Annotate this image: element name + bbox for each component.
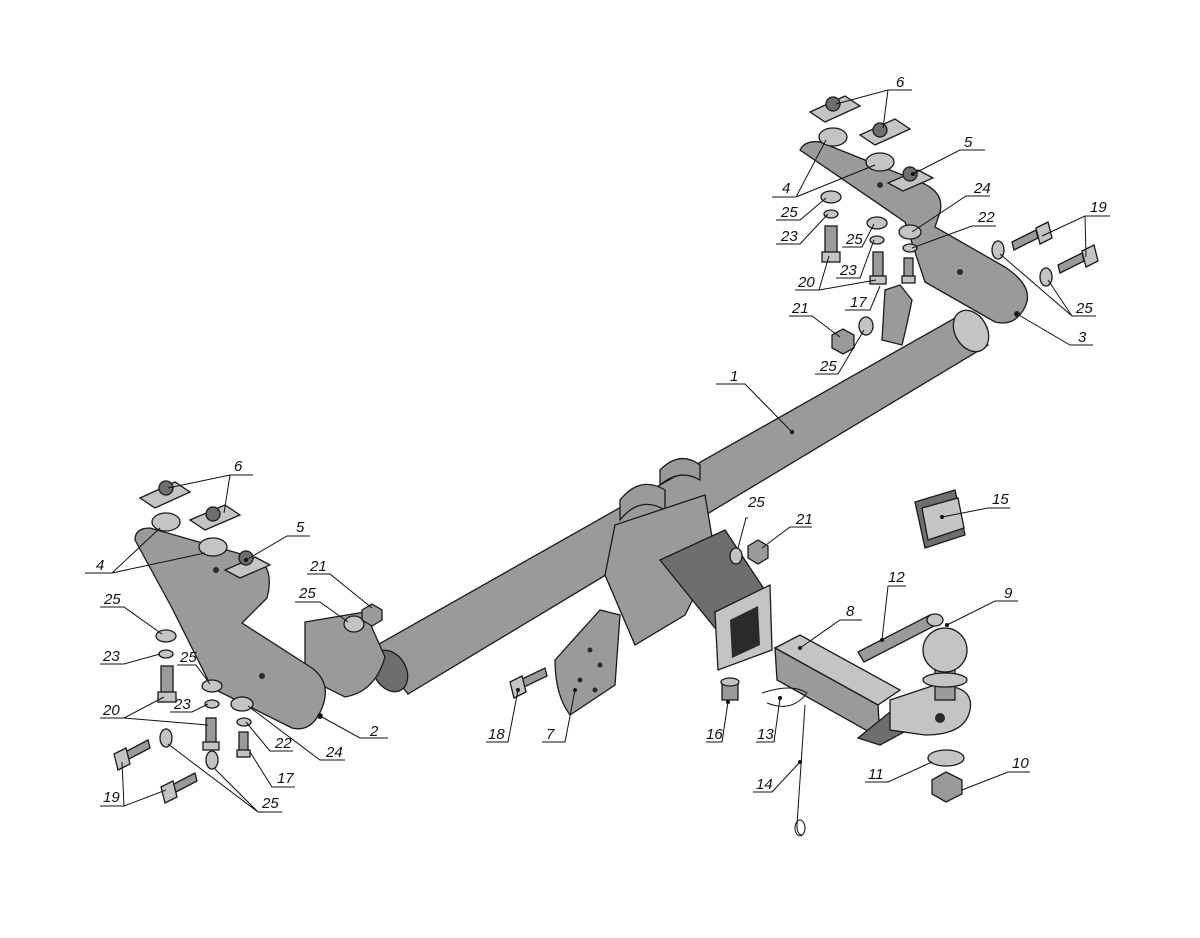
callout-19-right: 19 — [1090, 199, 1107, 216]
callout-25-g: 25 — [1075, 300, 1093, 317]
callout-21-right: 21 — [791, 300, 809, 317]
callout-20-right: 20 — [797, 274, 815, 291]
callout-10: 10 — [1012, 755, 1029, 772]
callout-9: 9 — [1004, 585, 1013, 602]
callout-25-c: 25 — [298, 585, 316, 602]
bolts-19-right — [1011, 221, 1099, 274]
callout-22-left: 22 — [274, 735, 292, 752]
callout-25-d: 25 — [261, 795, 279, 812]
callout-22-right: 22 — [977, 209, 995, 226]
callout-25-h: 25 — [819, 358, 837, 375]
callout-13: 13 — [757, 726, 774, 743]
callout-12: 12 — [888, 569, 905, 586]
callout-23-c: 23 — [780, 228, 798, 245]
callout-16: 16 — [706, 726, 723, 743]
washer-11 — [927, 749, 965, 767]
bolt-16 — [720, 677, 740, 701]
callout-20-left: 20 — [102, 702, 120, 719]
wiring-socket-plate — [554, 609, 621, 716]
safety-clip-and-cable — [761, 687, 808, 837]
callout-17-right: 17 — [850, 294, 867, 311]
callout-23-a: 23 — [102, 648, 120, 665]
callout-18: 18 — [488, 726, 505, 743]
callout-24-left: 24 — [325, 744, 343, 761]
bolt-18 — [509, 667, 548, 699]
callout-21-center: 21 — [795, 511, 813, 528]
callout-25-i: 25 — [747, 494, 765, 511]
washers-right — [729, 190, 1053, 565]
callout-11: 11 — [868, 766, 884, 783]
callout-7: 7 — [546, 726, 555, 743]
callout-23-d: 23 — [839, 262, 857, 279]
callout-17-left: 17 — [277, 770, 294, 787]
callout-5-left: 5 — [296, 519, 305, 536]
callout-3: 3 — [1078, 329, 1087, 346]
bolts-20-17-left — [157, 665, 251, 758]
bolts-19-left — [113, 739, 198, 804]
hitch-pin — [857, 613, 944, 663]
callout-21-left: 21 — [309, 558, 327, 575]
nut-10 — [931, 771, 963, 803]
callout-5-right: 5 — [964, 134, 973, 151]
callout-2: 2 — [369, 723, 379, 740]
callout-15: 15 — [992, 491, 1009, 508]
callout-25-f: 25 — [845, 231, 863, 248]
callout-1: 1 — [730, 368, 738, 385]
bolts-20-17-right — [821, 225, 916, 285]
square-plates-left — [138, 480, 272, 579]
callout-25-a: 25 — [103, 591, 121, 608]
callout-6-right: 6 — [896, 74, 905, 91]
callout-25-b: 25 — [179, 649, 197, 666]
callout-4-left: 4 — [96, 557, 104, 574]
left-bracket — [134, 527, 386, 730]
callout-4-right: 4 — [782, 180, 790, 197]
callout-25-e: 25 — [780, 204, 798, 221]
callout-23-b: 23 — [173, 696, 191, 713]
callout-labels: 1 2 3 4 4 5 5 6 6 7 8 9 10 11 12 13 14 1… — [96, 74, 1107, 812]
callout-8: 8 — [846, 603, 855, 620]
callout-14: 14 — [756, 776, 773, 793]
leader-lines — [85, 89, 1110, 813]
callout-24-right: 24 — [973, 180, 991, 197]
receiver-housing — [604, 494, 773, 671]
callout-19-left: 19 — [103, 789, 120, 806]
washers-left — [155, 603, 383, 770]
receiver-cap — [914, 489, 966, 549]
tow-ball — [922, 627, 968, 701]
callout-6-left: 6 — [234, 458, 243, 475]
